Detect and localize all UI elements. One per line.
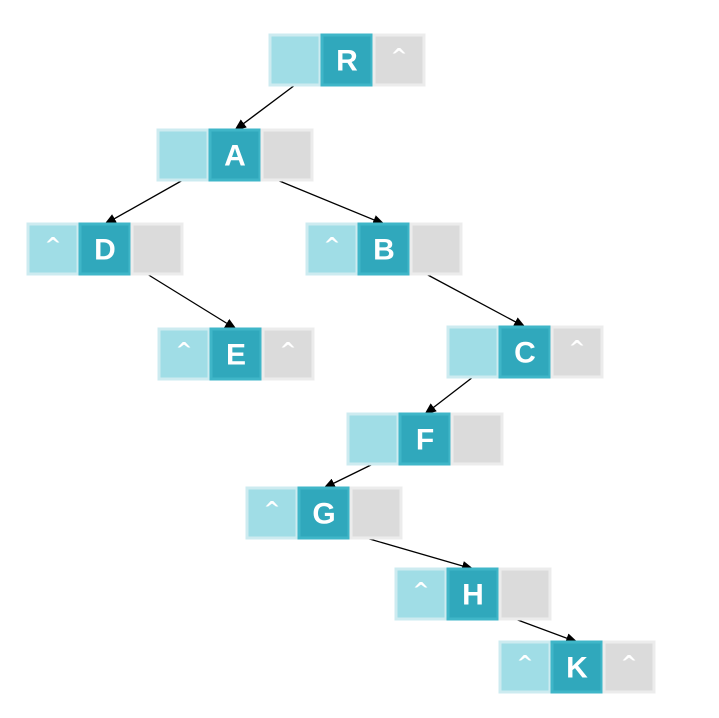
- node-e-left-pointer-field: [157, 327, 211, 381]
- node-d-data-field: [78, 222, 132, 276]
- edge-r-to-a: [234, 84, 296, 131]
- edge-f-to-g: [323, 463, 374, 489]
- node-g-left-pointer-field: [245, 486, 299, 540]
- node-label: B: [373, 234, 395, 267]
- node-g-right-pointer-field: [349, 486, 403, 540]
- node-label: H: [462, 579, 484, 612]
- edges-layer: [104, 84, 578, 643]
- node-b-data-field: [357, 222, 411, 276]
- node-r-data-field: [320, 33, 374, 87]
- node-e-data-field: [209, 327, 263, 381]
- node-a-data-field: [208, 128, 262, 182]
- node-label: K: [566, 652, 588, 685]
- tree-node-r: R^: [268, 33, 426, 87]
- tree-node-a: A: [156, 128, 314, 182]
- left-null-marker: ^: [176, 338, 193, 362]
- node-a-right-pointer-field: [260, 128, 314, 182]
- right-null-marker: ^: [569, 336, 586, 360]
- edge-b-to-c: [425, 273, 526, 328]
- right-null-marker: ^: [280, 338, 297, 362]
- node-label: E: [226, 339, 246, 372]
- node-h-data-field: [446, 567, 500, 621]
- node-k-right-pointer-field: [602, 640, 656, 694]
- right-null-marker: ^: [391, 44, 408, 68]
- node-a-left-pointer-field: [156, 128, 210, 182]
- left-null-marker: ^: [517, 651, 534, 675]
- tree-node-d: D^: [26, 222, 184, 276]
- edge-h-to-k: [514, 618, 578, 643]
- node-r-left-pointer-field: [268, 33, 322, 87]
- left-null-marker: ^: [264, 497, 281, 521]
- node-h-right-pointer-field: [498, 567, 552, 621]
- right-null-marker: ^: [621, 651, 638, 675]
- tree-node-g: G^: [245, 486, 403, 540]
- node-c-right-pointer-field: [550, 325, 604, 379]
- node-b-right-pointer-field: [409, 222, 463, 276]
- tree-node-c: C^: [446, 325, 604, 379]
- node-f-left-pointer-field: [346, 412, 400, 466]
- node-d-left-pointer-field: [26, 222, 80, 276]
- node-c-data-field: [498, 325, 552, 379]
- node-label: G: [312, 498, 335, 531]
- edge-g-to-h: [365, 537, 474, 571]
- node-label: C: [514, 337, 536, 370]
- node-c-left-pointer-field: [446, 325, 500, 379]
- node-label: F: [416, 424, 434, 457]
- tree-node-b: B^: [305, 222, 463, 276]
- left-null-marker: ^: [413, 578, 430, 602]
- node-label: A: [224, 140, 246, 173]
- node-d-right-pointer-field: [130, 222, 184, 276]
- left-null-marker: ^: [324, 233, 341, 257]
- node-f-right-pointer-field: [450, 412, 504, 466]
- nodes-layer: R^AD^B^E^^C^FG^H^K^^: [26, 33, 656, 694]
- edge-a-to-b: [276, 179, 385, 225]
- node-f-data-field: [398, 412, 452, 466]
- tree-node-k: K ^ ^: [498, 640, 656, 694]
- node-e-right-pointer-field: [261, 327, 315, 381]
- node-h-left-pointer-field: [394, 567, 448, 621]
- node-label: R: [336, 45, 358, 78]
- left-null-marker: ^: [45, 233, 62, 257]
- edge-d-to-e: [146, 273, 237, 330]
- node-k-left-pointer-field: [498, 640, 552, 694]
- tree-node-h: H^: [394, 567, 552, 621]
- node-k-data-field: [550, 640, 604, 694]
- edge-a-to-d: [104, 179, 184, 225]
- edge-c-to-f: [424, 376, 474, 415]
- tree-node-e: E ^ ^: [157, 327, 315, 381]
- node-g-data-field: [297, 486, 351, 540]
- tree-node-f: F: [346, 412, 504, 466]
- node-label: D: [94, 234, 116, 267]
- node-r-right-pointer-field: [372, 33, 426, 87]
- node-b-left-pointer-field: [305, 222, 359, 276]
